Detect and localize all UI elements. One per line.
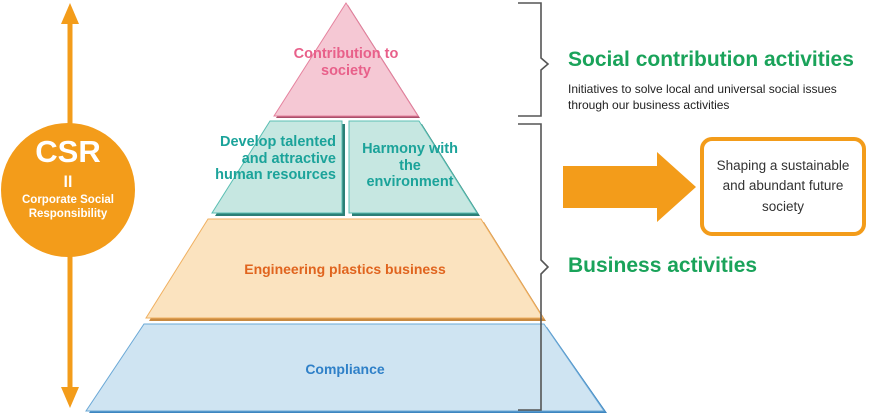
pyramid-base-block — [85, 323, 605, 412]
future-society-box: Shaping a sustainable and abundant futur… — [700, 137, 866, 236]
csr-circle — [1, 123, 135, 257]
business-bracket — [518, 123, 550, 411]
social-contribution-heading: Social contribution activities — [568, 48, 854, 71]
pyramid-top-block — [273, 2, 419, 117]
right-arrow — [563, 152, 696, 222]
csr-equals-mark: ll — [63, 174, 73, 191]
pyramid-top-label: Contribution to society — [293, 46, 399, 79]
business-activities-heading: Business activities — [568, 254, 758, 277]
pyramid-middle-left-label: Develop talented and attractive human re… — [215, 134, 336, 184]
csr-subtitle: Corporate Social Responsibility — [21, 194, 115, 220]
future-society-text: Shaping a sustainable and abundant futur… — [716, 158, 850, 214]
pyramid-lower-label: Engineering plastics business — [244, 261, 446, 277]
csr-title: CSR — [35, 134, 101, 169]
pyramid-middle-right-block — [348, 120, 478, 214]
pyramid-base-label: Compliance — [305, 361, 385, 377]
pyramid-middle-right-label: Harmony with the environment — [362, 141, 458, 191]
social-bracket — [518, 2, 550, 117]
social-contribution-description: Initiatives to solve local and universal… — [568, 82, 837, 113]
pyramid-middle-left-block — [211, 120, 343, 214]
pyramid-lower-block — [145, 218, 544, 319]
